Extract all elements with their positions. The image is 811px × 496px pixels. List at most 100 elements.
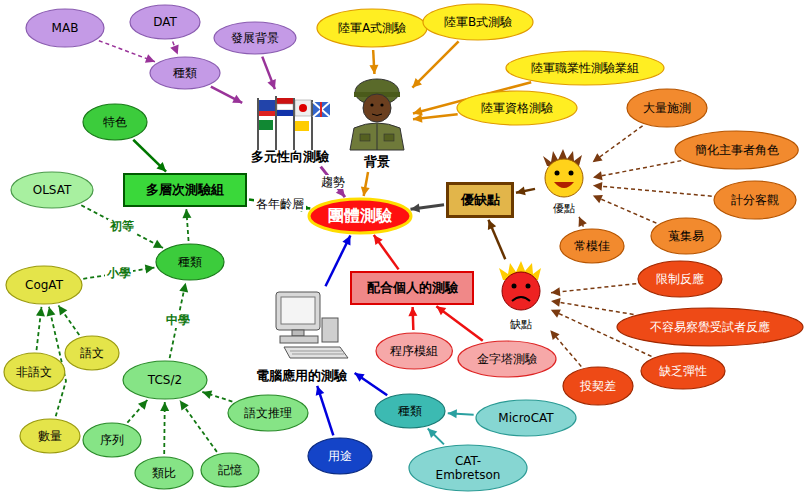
node-text: 配合個人的測驗 [367, 280, 458, 296]
connector-line [593, 186, 712, 197]
edge-label: 初等 [108, 219, 136, 233]
connector [202, 390, 232, 401]
connector [262, 57, 276, 89]
ellipse-shape [150, 57, 220, 89]
connector [593, 126, 643, 162]
node-text: 優點 [553, 202, 575, 215]
arrow-head [369, 65, 378, 74]
concept-ellipse: 常模佳 [559, 228, 625, 264]
arrow-head [316, 386, 325, 396]
node-text: 種類 [178, 255, 202, 269]
concept-ellipse: 投契差 [562, 366, 634, 406]
concept-ellipse: 種類 [155, 243, 225, 281]
ellipse-shape [26, 9, 104, 47]
connector-line [325, 236, 350, 287]
arrow-head [160, 402, 169, 411]
connector [361, 172, 370, 196]
picture-caption: 多元性向測驗 [244, 91, 336, 165]
connector [448, 409, 474, 418]
arrow-head [145, 265, 155, 274]
arrow-head [593, 195, 603, 203]
flags-picture [258, 96, 330, 150]
arrow-head [170, 44, 178, 54]
ellipse-shape [638, 261, 722, 297]
sad-face [499, 261, 541, 310]
ellipse-shape [65, 336, 119, 370]
node-text: 投契差 [580, 379, 616, 393]
connector-line [412, 41, 458, 87]
connector [211, 87, 242, 103]
edge-label: 中學 [164, 313, 192, 327]
ellipse-shape [457, 91, 577, 125]
node-text: 多層次測驗組 [146, 182, 224, 198]
ellipse-shape [651, 218, 721, 254]
node-text: 語文推理 [244, 406, 292, 420]
node-text: 大量施測 [643, 101, 691, 115]
arrow-head [36, 307, 45, 316]
node-text: MicroCAT [498, 411, 553, 425]
arrow-head [516, 187, 526, 196]
node-text: 限制反應 [656, 272, 704, 286]
connector-line [428, 428, 444, 444]
edge-label: 小學 [105, 266, 133, 280]
connector-line [374, 235, 399, 269]
node-text: 蒐集易 [668, 229, 704, 243]
arrow-head [202, 390, 212, 399]
ellipse-shape [317, 9, 427, 47]
concept-ellipse: CAT- Embretson [408, 444, 528, 492]
node-text: 非語文 [16, 365, 52, 379]
node-text: 陸軍職業性測驗業組 [531, 61, 639, 75]
ellipse-shape [228, 395, 308, 431]
node-text: TCS/2 [148, 373, 182, 387]
arrow-head [412, 78, 422, 88]
ellipse-shape [4, 353, 65, 391]
arrow-head [267, 79, 275, 89]
concept-ellipse: 金字塔測驗 [457, 340, 557, 378]
concept-ellipse: 陸軍A式測驗 [316, 8, 428, 48]
ellipse-shape [409, 445, 527, 491]
node-text: 數量 [38, 429, 62, 443]
connector [316, 386, 334, 436]
connector [593, 161, 681, 181]
node-text: CogAT [25, 278, 63, 292]
node-text: DAT [153, 15, 177, 29]
ellipse-shape [83, 423, 141, 457]
arrow-head [413, 114, 422, 123]
arrow-head [436, 306, 446, 315]
ellipse-shape [130, 5, 200, 39]
arrow-head [593, 171, 603, 180]
concept-ellipse: 限制反應 [637, 260, 723, 298]
edge-label: 各年齡層 [254, 197, 306, 211]
connector [58, 305, 79, 335]
connector [412, 41, 458, 87]
node-text: 電腦應用的測驗 [256, 368, 347, 384]
ellipse-shape [476, 400, 576, 436]
concept-ellipse: 記憶 [200, 452, 260, 488]
concept-ellipse: MAB [25, 8, 105, 48]
connector [488, 220, 505, 259]
arrow-head [156, 162, 166, 171]
ellipse-shape [423, 4, 533, 40]
node-text: 計分客觀 [731, 193, 779, 207]
concept-ellipse: 缺乏彈性 [640, 352, 726, 390]
picture-caption: 缺點 [493, 261, 549, 331]
connector [81, 205, 163, 248]
node-text: 陸軍資格測驗 [481, 101, 553, 115]
concept-ellipse: 大量施測 [626, 88, 708, 128]
connector-line [81, 205, 163, 248]
concept-ellipse: CogAT [5, 265, 83, 305]
connector [99, 41, 155, 63]
arrow-head [593, 153, 603, 162]
arrow-head [355, 373, 365, 382]
ellipse-shape [376, 333, 452, 369]
node-text: 優缺點 [461, 192, 500, 208]
connector [133, 140, 166, 172]
connector [579, 217, 587, 227]
concept-ellipse: 類比 [134, 456, 194, 490]
connector-line [593, 126, 643, 162]
node-text: 序列 [100, 433, 124, 447]
concept-ellipse: 用途 [307, 437, 373, 475]
connector [413, 114, 458, 123]
arrow-head [593, 182, 602, 191]
arrow-head [551, 310, 561, 318]
